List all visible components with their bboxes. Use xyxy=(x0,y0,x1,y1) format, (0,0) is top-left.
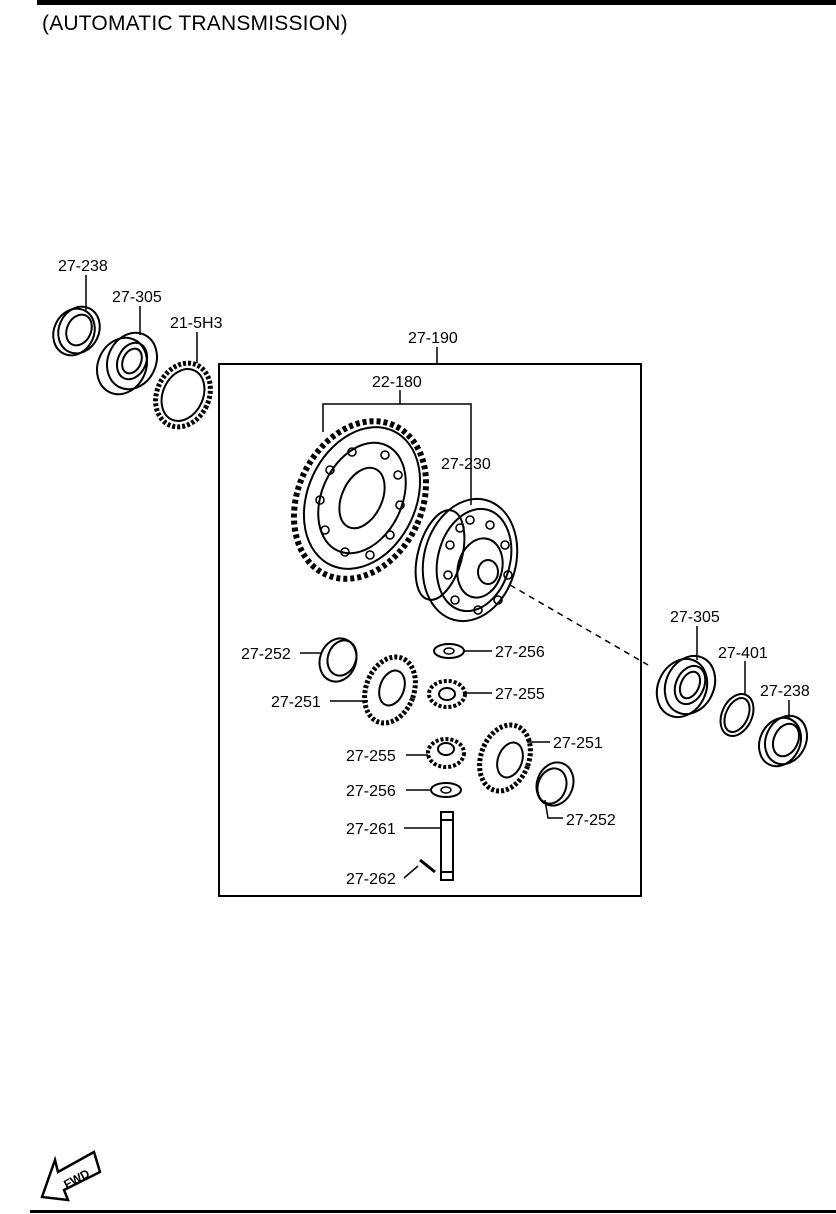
bearing-left[interactable] xyxy=(88,325,166,403)
fwd-arrow-icon: FWD xyxy=(40,1150,102,1202)
label-27-252-lower: 27-252 xyxy=(566,812,616,829)
side-gear-washer-lower[interactable] xyxy=(531,757,580,811)
pinion-shaft[interactable] xyxy=(440,811,454,881)
pinion-gear-upper[interactable] xyxy=(427,679,467,709)
oil-seal-right[interactable] xyxy=(751,709,814,773)
label-27-256-lower: 27-256 xyxy=(346,783,396,800)
label-27-305-right: 27-305 xyxy=(670,609,720,626)
label-27-230: 27-230 xyxy=(441,456,491,473)
side-gear-upper[interactable] xyxy=(356,650,424,730)
label-27-252-upper: 27-252 xyxy=(241,646,291,663)
differential-case[interactable] xyxy=(407,488,531,632)
differential-assembly-box xyxy=(218,363,642,897)
label-27-238-left: 27-238 xyxy=(58,258,108,275)
label-21-5H3: 21-5H3 xyxy=(170,315,223,332)
adjustment-shim[interactable] xyxy=(714,689,760,742)
lock-pin[interactable] xyxy=(419,858,436,874)
label-27-255-upper: 27-255 xyxy=(495,686,545,703)
oil-seal-left[interactable] xyxy=(46,300,108,362)
side-gear-washer-upper[interactable] xyxy=(314,633,363,687)
pinion-washer-upper[interactable] xyxy=(433,643,465,659)
label-27-261: 27-261 xyxy=(346,821,396,838)
pinion-gear-lower[interactable] xyxy=(426,737,466,769)
bearing-right[interactable] xyxy=(648,648,725,726)
label-27-251-lower: 27-251 xyxy=(553,735,603,752)
page-title: (AUTOMATIC TRANSMISSION) xyxy=(42,12,348,35)
label-27-256-upper: 27-256 xyxy=(495,644,545,661)
label-22-180: 22-180 xyxy=(372,374,422,391)
axis-line xyxy=(509,584,649,666)
label-27-238-right: 27-238 xyxy=(760,683,810,700)
label-27-262: 27-262 xyxy=(346,871,396,888)
pinion-washer-lower[interactable] xyxy=(430,782,462,798)
top-border xyxy=(37,0,836,5)
speedometer-gear[interactable] xyxy=(145,354,220,436)
side-gear-lower[interactable] xyxy=(471,718,539,798)
bottom-border xyxy=(30,1210,836,1213)
label-27-190: 27-190 xyxy=(408,330,458,347)
label-27-255-lower: 27-255 xyxy=(346,748,396,765)
label-27-305-left: 27-305 xyxy=(112,289,162,306)
label-27-401: 27-401 xyxy=(718,645,768,662)
ring-gear[interactable] xyxy=(269,399,451,600)
label-27-251-upper: 27-251 xyxy=(271,694,321,711)
